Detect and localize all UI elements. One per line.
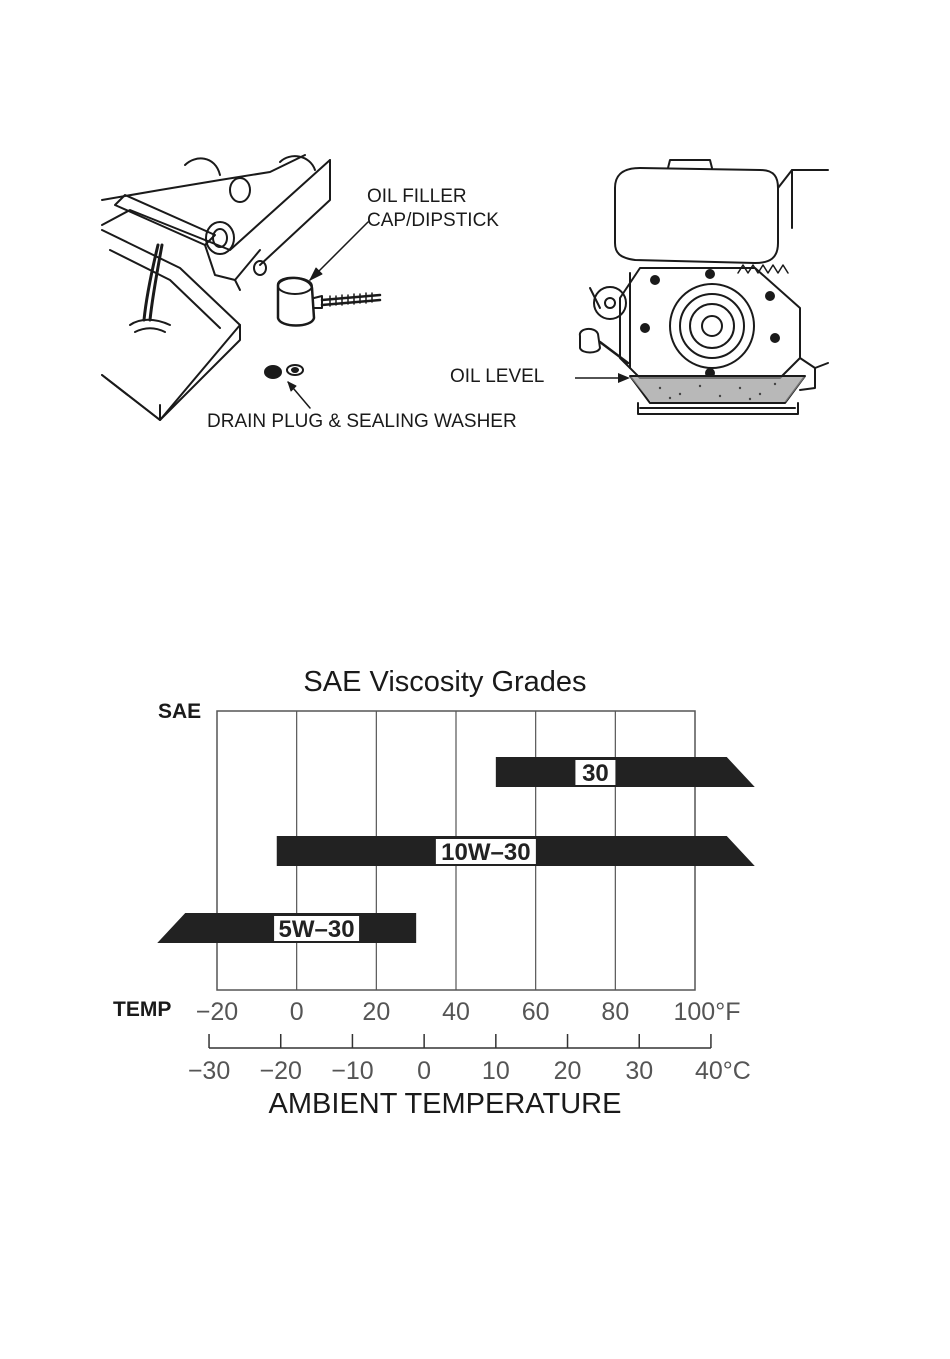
drain-plug-label: DRAIN PLUG & SEALING WASHER: [207, 411, 517, 433]
viscosity-chart: 30 10W–30 5W–30 −20 0 20 40 60 80 100°F −30 −20 −10 0…: [0, 650, 950, 1090]
oil-level-label: OIL LEVEL: [450, 366, 544, 388]
dipstick-label: CAP/DIPSTICK: [367, 210, 499, 232]
oil-filler-illustration: [100, 150, 560, 440]
tick-label-f: 60: [522, 998, 550, 1026]
bar-30: [496, 757, 755, 787]
oil-filler-label: OIL FILLER: [367, 186, 467, 208]
tick-label-c: 20: [554, 1057, 582, 1085]
tick-label-c: 10: [482, 1057, 510, 1085]
tick-label-f: 0: [290, 998, 304, 1026]
engine-oil-level-illustration: [560, 158, 830, 420]
tick-label-f: 100°F: [674, 998, 741, 1026]
tick-label-f: −20: [196, 998, 238, 1026]
x-axis-title: AMBIENT TEMPERATURE: [0, 1088, 890, 1121]
tick-label-f: 80: [601, 998, 629, 1026]
tick-label-c: 30: [625, 1057, 653, 1085]
tick-label-c: 0: [417, 1057, 431, 1085]
bar-label: 5W–30: [279, 916, 355, 943]
bar-label: 30: [582, 760, 609, 787]
tick-label-f: 40: [442, 998, 470, 1026]
bar-label: 10W–30: [441, 839, 530, 866]
tick-label-c: −10: [331, 1057, 373, 1085]
tick-label-c: 40°C: [695, 1057, 751, 1085]
tick-label-c: −20: [260, 1057, 302, 1085]
tick-label-c: −30: [188, 1057, 230, 1085]
tick-label-f: 20: [362, 998, 390, 1026]
